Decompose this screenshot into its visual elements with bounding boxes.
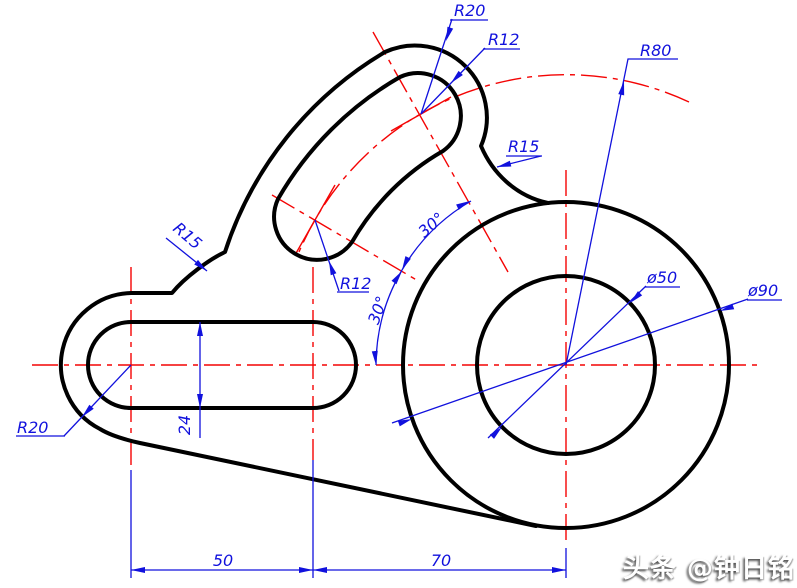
arrow-d50-upper (630, 291, 643, 303)
arrow-dim50-left (131, 567, 145, 573)
arrow-dim24-bottom (197, 394, 203, 408)
dim-label-d50: ø50 (646, 268, 677, 287)
dim-label-70: 70 (431, 551, 451, 570)
arrow-angle-upper-end2 (402, 256, 411, 270)
arrow-dim50-right (299, 567, 313, 573)
dim-label-50: 50 (213, 551, 233, 570)
radial-centerline-150 (271, 194, 421, 283)
arrow-r20-top (446, 26, 454, 41)
arrow-dim70-right (552, 567, 566, 573)
part-outline (58, 43, 550, 528)
centerlines (32, 31, 757, 545)
arrow-d50-lower (489, 427, 502, 439)
dim-label-r20-left: R20 (17, 418, 48, 437)
dim-label-d90: ø90 (747, 281, 778, 300)
arrowheads (82, 26, 735, 573)
pitch-arc-r80 (298, 74, 690, 253)
dim-label-r80: R80 (640, 41, 671, 60)
arrow-angle-upper-end1 (456, 201, 470, 210)
dim-label-r20-top: R20 (454, 1, 485, 20)
bore-circle-d50 (475, 274, 657, 456)
watermark: 头条 @钟日铭 (622, 554, 795, 584)
part-geometry (58, 43, 731, 530)
arrow-d90-upper (720, 303, 735, 311)
arrow-r15-left (194, 259, 207, 271)
dim-label-r15-right: R15 (508, 137, 539, 156)
stadium-slot (86, 320, 358, 410)
dim-label-angle-lower: 30° (364, 294, 392, 327)
arrow-dim24-top (197, 322, 203, 336)
arrow-dim70-left (313, 567, 327, 573)
outer-circle-d90 (401, 200, 731, 530)
dim-label-r12-bottom: R12 (340, 274, 371, 293)
leader-r80 (565, 58, 678, 366)
arrow-r12-bottom (329, 261, 337, 276)
arrow-r15-right (497, 160, 512, 167)
arrow-angle-lower-end1 (391, 271, 402, 285)
arrow-angle-lower-end2 (371, 350, 378, 365)
arrow-d90-lower (397, 419, 412, 427)
dim-label-angle-upper: 30° (414, 208, 448, 241)
dim-label-r15-left: R15 (169, 218, 205, 253)
leader-r12-bottom (314, 219, 340, 292)
arrow-r80 (618, 81, 625, 96)
arrow-r20-left (82, 404, 94, 417)
arrow-r12-top (451, 70, 463, 83)
diameter-line-d90 (391, 298, 749, 424)
curved-slot (272, 71, 463, 262)
leader-r20-left (63, 364, 132, 437)
dim-label-r12-top: R12 (488, 30, 519, 49)
dim-label-24: 24 (175, 415, 194, 435)
